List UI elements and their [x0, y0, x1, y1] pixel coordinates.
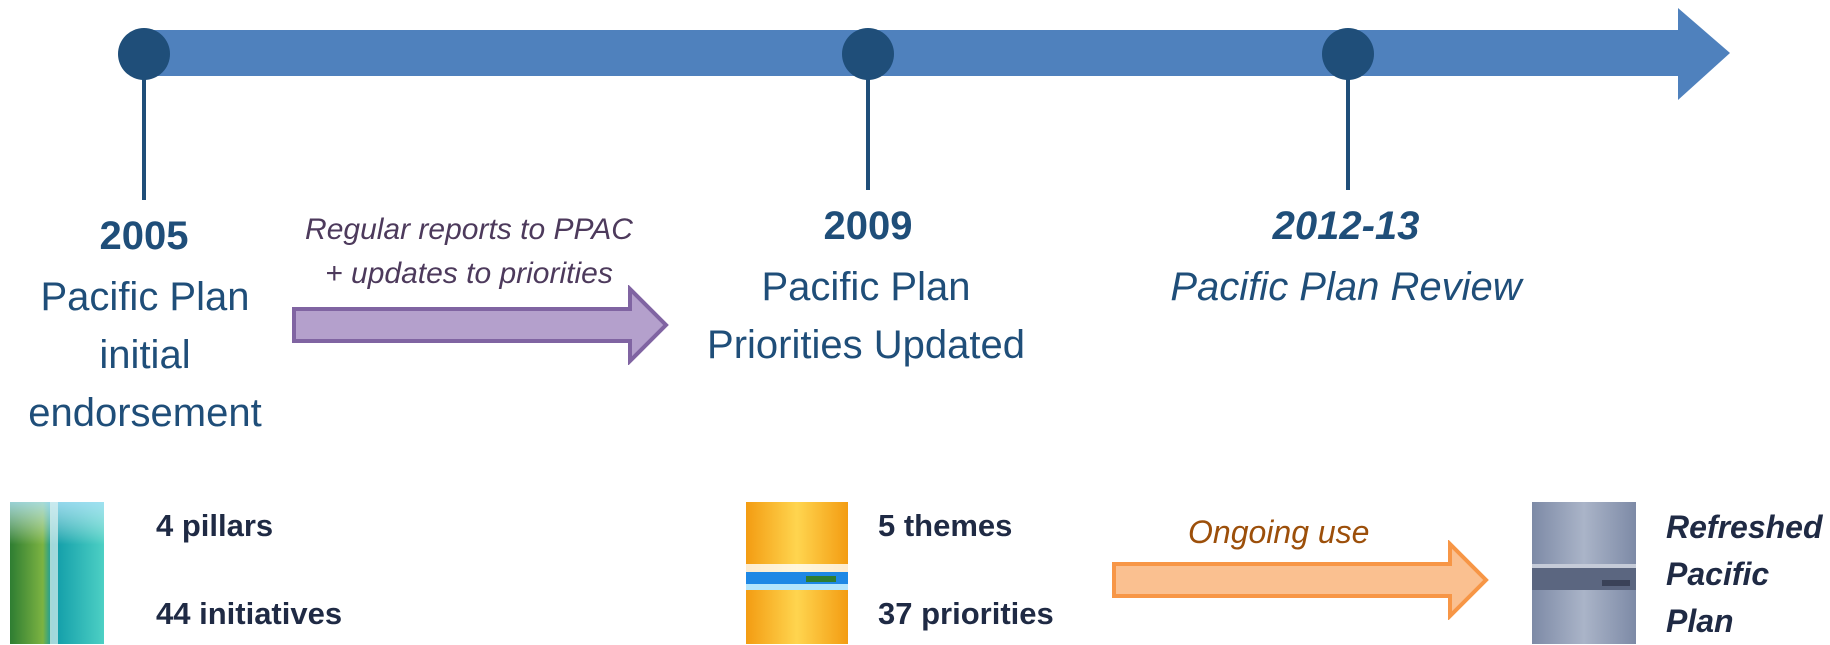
- milestone-2009-year: 2009: [823, 204, 913, 248]
- plan-2005-pillars: 4 pillars: [156, 508, 274, 543]
- refreshed-plan-cover-thumbnail: [1532, 502, 1636, 644]
- milestone-2009-dot: [842, 28, 894, 80]
- milestone-2009-description: Pacific Plan Priorities Updated: [707, 265, 1025, 367]
- milestone-2005-line: [142, 60, 146, 200]
- refreshed-plan-label: Refreshed Pacific Plan: [1666, 509, 1823, 639]
- milestone-2012-year: 2012-13: [1272, 204, 1420, 248]
- milestone-2005-dot: [118, 28, 170, 80]
- reports-arrow: [292, 285, 669, 365]
- plan-2005-cover-thumbnail: [10, 502, 104, 644]
- timeline-bar: [140, 30, 1680, 76]
- ongoing-use-arrow: [1112, 540, 1489, 620]
- reports-arrow-label: Regular reports to PPAC + updates to pri…: [305, 213, 633, 290]
- ongoing-use-label: Ongoing use: [1188, 514, 1370, 550]
- milestone-2012-description: Pacific Plan Review: [1170, 265, 1522, 309]
- plan-2005-initiatives: 44 initiatives: [156, 596, 343, 631]
- plan-2009-themes: 5 themes: [878, 508, 1013, 543]
- milestone-2009-line: [866, 60, 870, 190]
- milestone-2005-year: 2005: [99, 214, 189, 258]
- plan-2009-cover-thumbnail: [746, 502, 848, 644]
- plan-2009-priorities: 37 priorities: [878, 596, 1054, 631]
- milestone-2012-line: [1346, 60, 1350, 190]
- milestone-2012-dot: [1322, 28, 1374, 80]
- milestone-2005-description: Pacific Plan initial endorsement: [28, 275, 262, 435]
